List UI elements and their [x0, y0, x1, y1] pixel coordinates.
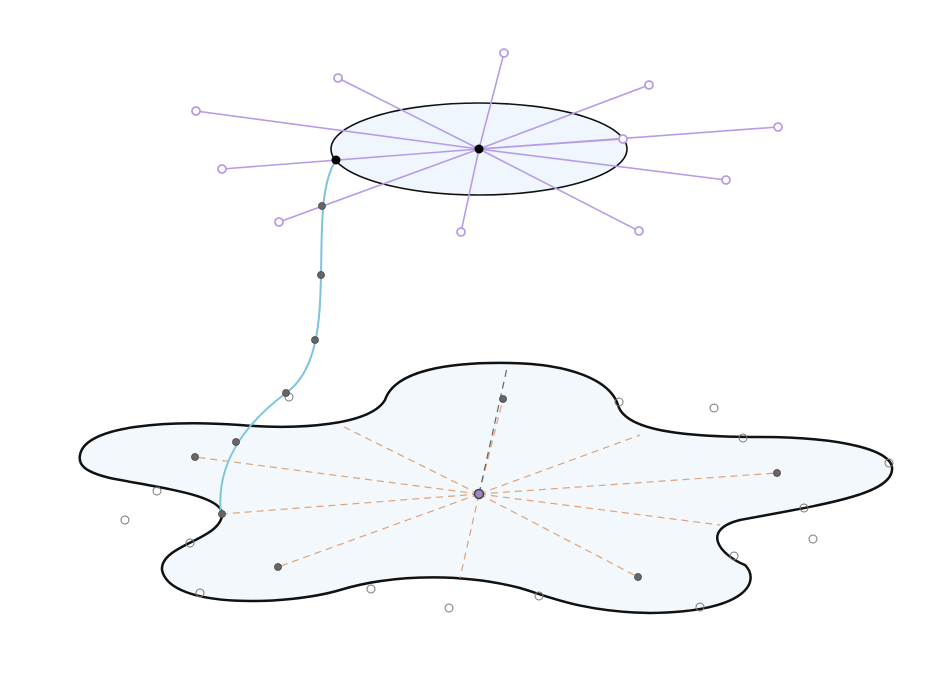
hollow-handle[interactable]	[738, 433, 748, 443]
spoke-handle[interactable]	[274, 217, 284, 227]
spoke-handle[interactable]	[644, 80, 654, 90]
hollow-handle[interactable]	[614, 397, 624, 407]
control-point[interactable]	[773, 469, 781, 477]
spoke-handle[interactable]	[634, 226, 644, 236]
spoke-line	[478, 84, 650, 150]
hollow-handle[interactable]	[709, 403, 719, 413]
spoke-handle[interactable]	[217, 164, 227, 174]
dashed-radial-line	[478, 493, 721, 526]
hollow-handle[interactable]	[534, 591, 544, 601]
dashed-radial-line	[339, 424, 480, 495]
spoke-handle[interactable]	[191, 106, 201, 116]
spoke-handle[interactable]	[618, 134, 628, 144]
dashed-radial-line	[221, 493, 480, 515]
hollow-handle[interactable]	[195, 588, 205, 598]
spoke-line	[337, 77, 480, 150]
spoke-line	[460, 148, 480, 233]
spoke-handle[interactable]	[456, 227, 466, 237]
hollow-handles	[120, 392, 894, 613]
ellipse-spokes	[191, 48, 783, 237]
control-point[interactable]	[634, 573, 642, 581]
spoke-line	[478, 138, 624, 150]
spoke-handle[interactable]	[499, 48, 509, 58]
hollow-handle[interactable]	[729, 551, 739, 561]
control-point[interactable]	[232, 438, 240, 446]
dashed-radial-line	[478, 434, 641, 495]
spoke-handle[interactable]	[721, 175, 731, 185]
hollow-handle[interactable]	[152, 486, 162, 496]
spoke-line	[478, 52, 505, 150]
spoke-line	[478, 148, 640, 232]
control-points	[191, 202, 781, 581]
axis-dashed-line	[478, 367, 508, 495]
control-point[interactable]	[311, 336, 319, 344]
hollow-handle[interactable]	[884, 458, 894, 468]
hollow-handle[interactable]	[444, 603, 454, 613]
hollow-handle[interactable]	[695, 602, 705, 612]
dashed-radial-line	[478, 472, 778, 495]
radial-dashed-lines	[194, 398, 778, 579]
spoke-line	[278, 148, 480, 223]
spoke-handle[interactable]	[773, 122, 783, 132]
hollow-handle[interactable]	[799, 503, 809, 513]
ellipse-center-point[interactable]	[474, 144, 484, 154]
hollow-handle[interactable]	[185, 538, 195, 548]
spoke-line	[195, 110, 480, 150]
control-point[interactable]	[191, 453, 199, 461]
dashed-radial-line	[478, 493, 639, 578]
connector-start-point[interactable]	[331, 155, 341, 165]
control-point[interactable]	[318, 202, 326, 210]
dashed-radial-line	[459, 493, 480, 579]
control-point[interactable]	[317, 271, 325, 279]
hollow-handle[interactable]	[808, 534, 818, 544]
control-point[interactable]	[499, 395, 507, 403]
spoke-line	[478, 148, 727, 181]
hollow-handle[interactable]	[366, 584, 376, 594]
hollow-handle[interactable]	[120, 515, 130, 525]
control-point[interactable]	[218, 510, 226, 518]
spoke-line	[221, 148, 480, 170]
control-point[interactable]	[282, 389, 290, 397]
connector-curve[interactable]	[219, 159, 337, 515]
control-point[interactable]	[274, 563, 282, 571]
blob-shape[interactable]	[78, 361, 894, 615]
blob-center-handle[interactable]	[473, 488, 485, 500]
spoke-handle[interactable]	[333, 73, 343, 83]
